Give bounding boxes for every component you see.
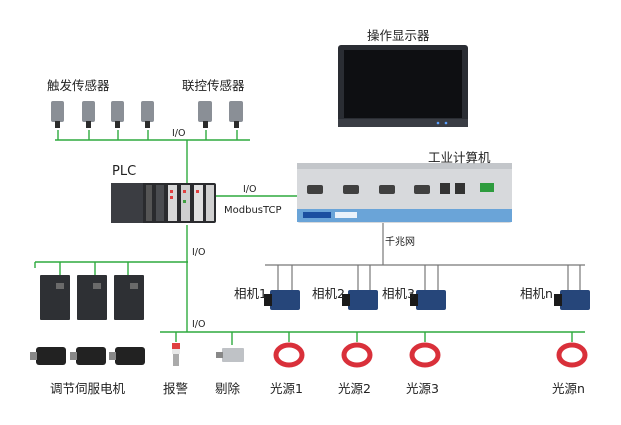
sensor-icon	[198, 101, 212, 128]
servo-driver-icon	[114, 275, 144, 320]
servo-motor-icons	[30, 347, 145, 365]
camera-label: 相机n	[520, 286, 553, 301]
io-label-servo: I/O	[192, 247, 206, 258]
servo-motor-icon	[70, 347, 106, 365]
io-label-output: I/O	[192, 319, 206, 330]
gige-label: 千兆网	[385, 237, 415, 248]
ring-light-icons	[273, 342, 588, 368]
linkage-sensor-label: 联控传感器	[182, 78, 245, 93]
camera-icons	[264, 290, 590, 310]
sensor-icon	[229, 101, 243, 128]
plc-icon	[111, 183, 216, 223]
io-bus-lines	[34, 130, 585, 345]
servo-label: 调节伺服电机	[50, 381, 126, 396]
camera-icon	[342, 290, 378, 310]
light-label: 光源1	[270, 381, 303, 396]
plc-label: PLC	[112, 164, 137, 179]
camera-icon	[264, 290, 300, 310]
gige-network-lines	[265, 222, 585, 290]
reject-actuator-icon	[216, 348, 244, 362]
ring-light-icon	[556, 342, 588, 368]
sensor-icon	[141, 101, 154, 128]
servo-driver-icons	[40, 275, 144, 320]
light-label: 光源3	[406, 381, 439, 396]
light-label: 光源2	[338, 381, 371, 396]
trigger-sensor-icons	[51, 101, 154, 128]
camera-label: 相机2	[312, 286, 345, 301]
ring-light-icon	[273, 342, 305, 368]
camera-icon	[554, 290, 590, 310]
io-label-plc-ipc: I/O	[243, 184, 257, 195]
servo-driver-icon	[77, 275, 107, 320]
servo-motor-icon	[109, 347, 145, 365]
trigger-sensor-label: 触发传感器	[47, 78, 110, 93]
alarm-light-icon	[172, 343, 180, 366]
ipc-label: 工业计算机	[428, 150, 491, 165]
camera-icon	[410, 290, 446, 310]
display-label: 操作显示器	[367, 28, 430, 43]
camera-label: 相机1	[234, 286, 267, 301]
servo-driver-icon	[40, 275, 70, 320]
linkage-sensor-icons	[198, 101, 243, 128]
ring-light-icon	[409, 342, 441, 368]
light-label: 光源n	[552, 381, 585, 396]
alarm-label: 报警	[163, 381, 189, 396]
reject-label: 剔除	[215, 381, 241, 396]
sensor-icon	[51, 101, 64, 128]
sensor-icon	[111, 101, 124, 128]
modbus-label: ModbusTCP	[224, 205, 282, 216]
ring-light-icon	[341, 342, 373, 368]
servo-motor-icon	[30, 347, 66, 365]
camera-label: 相机3	[382, 286, 415, 301]
industrial-pc-icon	[297, 163, 512, 223]
sensor-icon	[82, 101, 95, 128]
io-label-sensors: I/O	[172, 128, 186, 139]
display-monitor-icon	[338, 45, 468, 127]
